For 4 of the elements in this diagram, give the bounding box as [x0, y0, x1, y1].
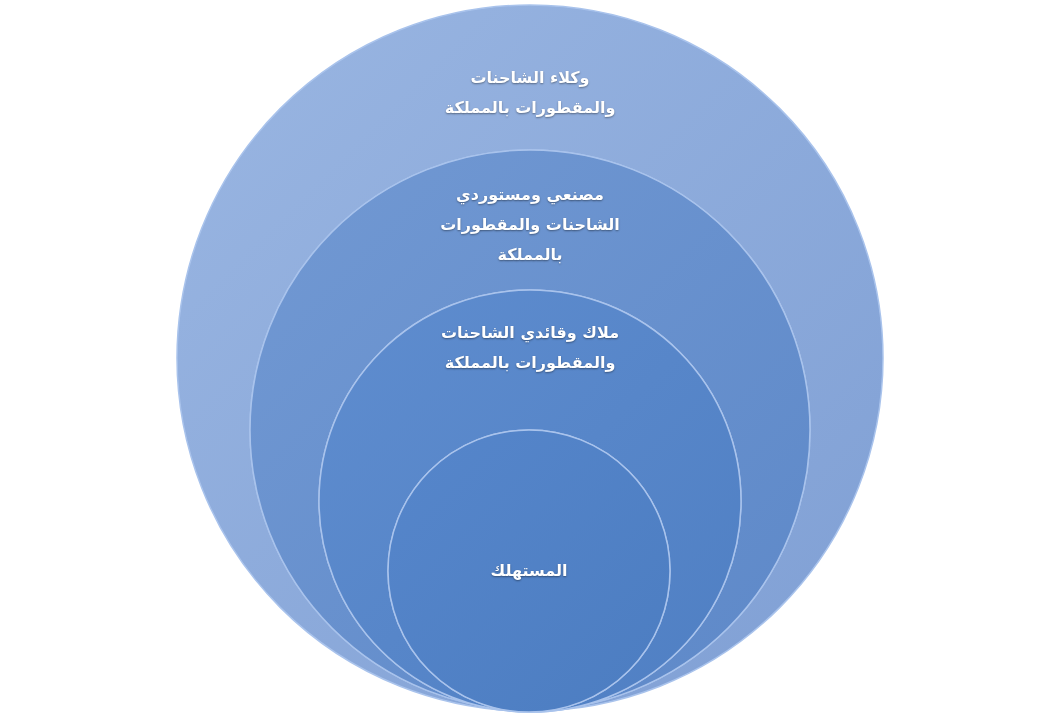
band-label: مصنعي ومستوردي الشاحنات والمقطورات بالمملكة	[439, 184, 621, 266]
band-label: المستهلك	[489, 560, 569, 582]
band-label: ملاك وقائدي الشاحنات والمقطورات بالمملكة	[439, 322, 621, 374]
band-label: وكلاء الشاحنات والمقطورات بالمملكة	[443, 67, 617, 119]
